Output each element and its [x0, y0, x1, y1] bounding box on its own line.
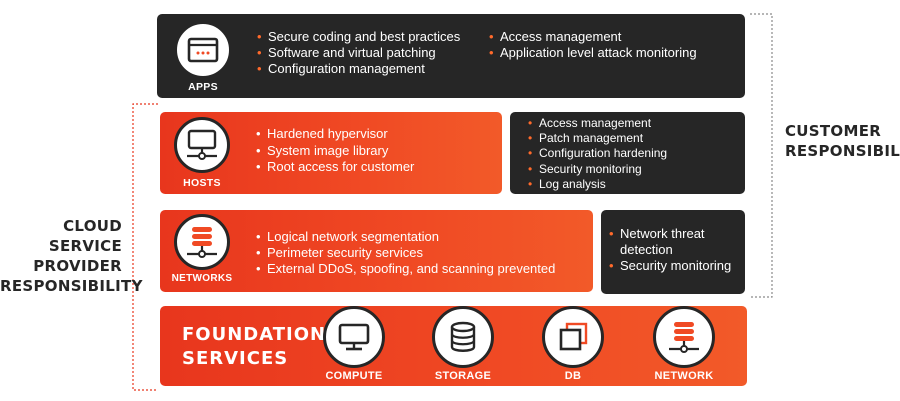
list-item: Configuration hardening [528, 146, 667, 161]
list-item: Network threat detection [609, 226, 741, 258]
hosts-customer-panel: Access management Patch management Confi… [510, 112, 745, 194]
storage-icon-circle [432, 306, 494, 368]
provider-bracket [132, 103, 158, 391]
apps-panel: APPS Secure coding and best practices So… [157, 14, 745, 98]
foundation-panel: FOUNDATION SERVICES COMPUTE STORAGE DB [160, 306, 747, 386]
list-item: Patch management [528, 131, 667, 146]
network-stack-icon [187, 227, 217, 258]
network-label: NETWORK [654, 370, 714, 382]
apps-list-1: Secure coding and best practices Softwar… [257, 29, 460, 77]
list-item: Configuration management [257, 61, 460, 77]
foundation-title-line2: SERVICES [182, 348, 289, 369]
apps-label: APPS [188, 81, 218, 93]
compute-icon-circle [323, 306, 385, 368]
hosts-provider-list: Hardened hypervisor System image library… [256, 126, 414, 176]
apps-icon-circle [174, 21, 232, 79]
customer-bracket [750, 13, 773, 298]
network-stack-icon [669, 322, 699, 353]
networks-customer-list: Network threat detection Security monito… [609, 226, 741, 274]
hosts-provider-panel: HOSTS Hardened hypervisor System image l… [160, 112, 502, 194]
customer-responsibility-line2: RESPONSIBILITY [785, 142, 900, 160]
networks-label: NETWORKS [171, 273, 233, 284]
list-item: Log analysis [528, 177, 667, 192]
networks-customer-panel: Network threat detection Security monito… [601, 210, 745, 294]
list-item: External DDoS, spoofing, and scanning pr… [256, 261, 555, 277]
list-item: Logical network segmentation [256, 229, 555, 245]
storage-label: STORAGE [434, 370, 492, 382]
monitor-icon [338, 323, 370, 351]
db-squares-icon [559, 322, 588, 351]
foundation-title-line1: FOUNDATION [182, 324, 327, 345]
provider-responsibility-line2: PROVIDER [33, 257, 122, 275]
db-icon-circle [542, 306, 604, 368]
provider-responsibility-label: CLOUD SERVICE PROVIDER RESPONSIBILITY [0, 216, 143, 296]
hosts-customer-list: Access management Patch management Confi… [528, 116, 667, 192]
networks-provider-panel: NETWORKS Logical network segmentation Pe… [160, 210, 593, 292]
list-item: Software and virtual patching [257, 45, 460, 61]
list-item: System image library [256, 143, 414, 160]
list-item: Perimeter security services [256, 245, 555, 261]
network-icon-circle [653, 306, 715, 368]
list-item: Access management [489, 29, 697, 45]
list-item: Security monitoring [609, 258, 741, 274]
list-item: Hardened hypervisor [256, 126, 414, 143]
list-item: Root access for customer [256, 159, 414, 176]
customer-responsibility-label: CUSTOMER RESPONSIBILITY [785, 121, 900, 161]
apps-list-2: Access management Application level atta… [489, 29, 697, 61]
provider-responsibility-line1: CLOUD SERVICE [48, 217, 122, 255]
browser-window-icon [187, 37, 219, 63]
customer-responsibility-line1: CUSTOMER [785, 122, 882, 140]
provider-responsibility-line3: RESPONSIBILITY [0, 277, 143, 295]
compute-label: COMPUTE [325, 370, 383, 382]
networks-icon-circle [174, 214, 230, 270]
networks-provider-list: Logical network segmentation Perimeter s… [256, 229, 555, 277]
hosts-label: HOSTS [183, 177, 221, 189]
list-item: Access management [528, 116, 667, 131]
list-item: Secure coding and best practices [257, 29, 460, 45]
db-label: DB [564, 370, 582, 382]
database-icon [450, 321, 476, 352]
list-item: Security monitoring [528, 162, 667, 177]
hosts-icon-circle [174, 117, 230, 173]
list-item: Application level attack monitoring [489, 45, 697, 61]
host-monitor-icon [187, 129, 217, 160]
